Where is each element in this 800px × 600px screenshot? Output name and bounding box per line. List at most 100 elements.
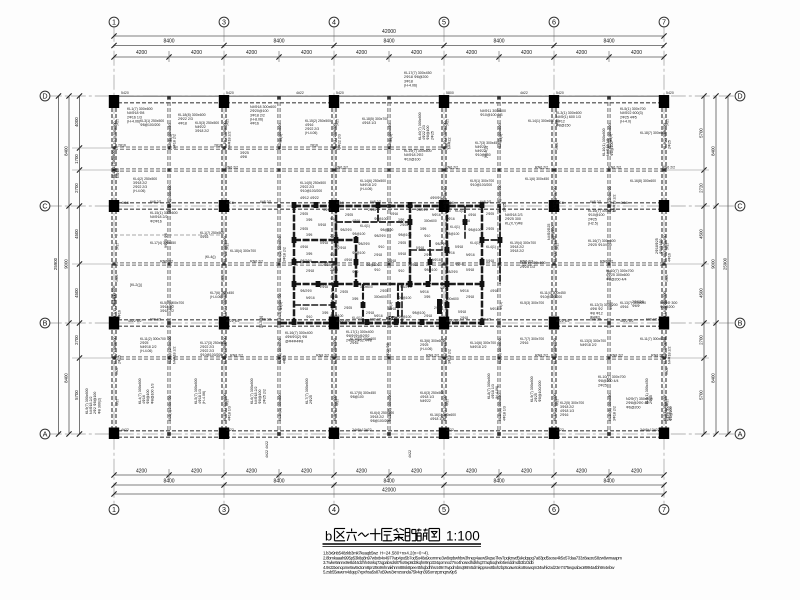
svg-text:KL6(4) 250x500: KL6(4) 250x500 — [370, 411, 394, 415]
svg-text:2Φ18Φ25: 2Φ18Φ25 — [655, 238, 659, 254]
svg-text:2#16: 2#16 — [118, 144, 126, 148]
svg-text:Φ8@100: Φ8@100 — [412, 311, 425, 315]
svg-text:4Φ16: 4Φ16 — [620, 305, 628, 309]
svg-text:Φ8 Φ12: Φ8 Φ12 — [590, 311, 603, 315]
svg-text:N4Φ18 2/2: N4Φ18 2/2 — [140, 345, 157, 349]
svg-text:5700: 5700 — [699, 128, 704, 138]
svg-text:1.b3x9nb548zkb3mk7keaqb5wz: 1.b3x9nb548zkb3mk7keaqb5wz — [323, 551, 378, 556]
svg-text:Φ8/2Φ0: Φ8/2Φ0 — [400, 285, 412, 289]
svg-text:KL16(8) 300x600: KL16(8) 300x600 — [630, 179, 656, 183]
svg-text:4Φ18: 4Φ18 — [178, 121, 187, 125]
svg-text:KL10(1) 300x600: KL10(1) 300x600 — [350, 337, 376, 341]
svg-text:5Φ18: 5Φ18 — [416, 246, 424, 250]
svg-text:RN6 2/2: RN6 2/2 — [600, 260, 613, 264]
svg-text:4200: 4200 — [521, 50, 532, 56]
svg-text:5800: 5800 — [446, 91, 454, 95]
svg-text:3Φ5: 3Φ5 — [306, 252, 312, 256]
svg-text:KL16(7) 300x600: KL16(7) 300x600 — [588, 239, 616, 243]
svg-text:4Φ12 4Φ22: 4Φ12 4Φ22 — [300, 196, 319, 200]
svg-text:KL19(1) 300x600: KL19(1) 300x600 — [112, 150, 116, 178]
svg-text:KL4(1): KL4(1) — [450, 225, 460, 229]
svg-text:Φ10@100/200: Φ10@100/200 — [300, 189, 322, 193]
svg-text:KL4(7) 300x600: KL4(7) 300x600 — [138, 378, 142, 404]
svg-text:N4Φ18 2/3: N4Φ18 2/3 — [505, 213, 522, 217]
svg-text:Φ8@100: Φ8@100 — [610, 141, 614, 156]
svg-text:KL7(7) 300x700: KL7(7) 300x700 — [520, 337, 544, 341]
svg-text:5425: 5425 — [556, 119, 560, 126]
svg-text:4200: 4200 — [136, 50, 147, 56]
svg-text:[KL5(|)]: [KL5(|)] — [259, 316, 263, 328]
svg-text:Φ10: Φ10 — [330, 217, 336, 221]
svg-text:2Φ25: 2Φ25 — [300, 212, 308, 216]
svg-text:6#8 2/2: 6#8 2/2 — [150, 200, 161, 204]
svg-text:8400: 8400 — [64, 373, 69, 383]
svg-text:3Φ18 2/2: 3Φ18 2/2 — [160, 309, 174, 313]
svg-text:6#8 3/2: 6#8 3/2 — [370, 318, 381, 322]
svg-text:KL18(8) 300x450: KL18(8) 300x450 — [498, 393, 502, 421]
svg-text:2Φ18 Φ25: 2Φ18 Φ25 — [665, 404, 669, 421]
svg-text:4200: 4200 — [576, 50, 587, 56]
svg-text:8400: 8400 — [64, 146, 69, 156]
svg-text:2Φ18: 2Φ18 — [338, 246, 346, 250]
svg-text:KL5(1) 300x700: KL5(1) 300x700 — [620, 107, 646, 111]
svg-text:2Φ25: 2Φ25 — [344, 306, 352, 310]
svg-text:KL13(3) 300x700: KL13(3) 300x700 — [580, 339, 606, 343]
svg-text:4#22 6/2: 4#22 6/2 — [620, 319, 634, 323]
svg-text:1700: 1700 — [74, 154, 79, 164]
svg-text:2Φ25: 2Φ25 — [486, 227, 494, 231]
svg-text:3Φ18 2/2: 3Φ18 2/2 — [133, 181, 147, 185]
svg-text:3415: 3415 — [336, 243, 340, 250]
svg-text:42000: 42000 — [382, 488, 396, 494]
svg-text:Φ10: Φ10 — [352, 270, 358, 274]
svg-text:N4(1): N4(1) — [499, 134, 503, 142]
svg-text:5Φ18: 5Φ18 — [318, 223, 326, 227]
svg-text:Φ10: Φ10 — [330, 253, 336, 257]
svg-text:KL7(2) 300x600: KL7(2) 300x600 — [608, 123, 612, 149]
svg-text:3Φ18 2/2: 3Φ18 2/2 — [560, 405, 574, 409]
svg-text:KL13(7) 300x600: KL13(7) 300x600 — [620, 301, 646, 305]
svg-text:RN6 2/2: RN6 2/2 — [225, 166, 238, 170]
svg-text:8400: 8400 — [603, 479, 614, 485]
svg-text:N4Φ22: N4Φ22 — [447, 138, 451, 149]
svg-text:Φ8@100: Φ8@100 — [398, 296, 411, 300]
svg-text:4200: 4200 — [411, 50, 422, 56]
svg-text:4435: 4435 — [226, 399, 230, 406]
svg-text:N4(1): N4(1) — [279, 134, 283, 142]
svg-text:4Φ18 1/3: 4Φ18 1/3 — [420, 395, 434, 399]
svg-text:2Φ16: 2Φ16 — [350, 341, 358, 345]
svg-text:KL11(2) 300x700: KL11(2) 300x700 — [140, 337, 166, 341]
svg-text:2Φ25: 2Φ25 — [502, 203, 506, 212]
svg-text:Φ8@200: Φ8@200 — [660, 305, 675, 309]
svg-text:KL6(8) 300x450: KL6(8) 300x450 — [443, 186, 447, 212]
svg-text:3Φ18 2/2: 3Φ18 2/2 — [510, 249, 524, 253]
svg-text:KL13(8) 300x700: KL13(8) 300x700 — [498, 184, 502, 212]
svg-text:Φ8@100: Φ8@100 — [424, 268, 437, 272]
svg-text:#PB#: #PB# — [386, 316, 398, 322]
svg-text:4#16: 4#16 — [226, 201, 234, 205]
svg-text:4500: 4500 — [699, 229, 704, 239]
svg-text:RN6 2/2: RN6 2/2 — [250, 260, 263, 264]
svg-text:4#22: 4#22 — [520, 91, 528, 95]
svg-text:24#5+13#22: 24#5+13#22 — [352, 428, 372, 432]
svg-text:3405: 3405 — [665, 274, 669, 282]
svg-text:N4Φ18 2/2: N4Φ18 2/2 — [667, 347, 671, 364]
svg-text:3Φ5: 3Φ5 — [306, 218, 312, 222]
svg-text:34#5+13#22: 34#5+13#22 — [640, 428, 660, 432]
svg-text:2Φ25: 2Φ25 — [309, 395, 313, 404]
svg-text:N4Φ18 300x600: N4Φ18 300x600 — [250, 105, 276, 109]
svg-text:8400: 8400 — [273, 39, 284, 45]
svg-text:4200: 4200 — [576, 469, 587, 475]
svg-text:4Φ16: 4Φ16 — [305, 123, 313, 127]
svg-text:Φ8@100: Φ8@100 — [551, 225, 555, 240]
svg-text:N4Φ18 Φ8: N4Φ18 Φ8 — [127, 111, 144, 115]
svg-text:KL4(1): KL4(1) — [360, 224, 370, 228]
svg-text:KL7(7) 300x700: KL7(7) 300x700 — [553, 186, 557, 212]
svg-text:Φ10: Φ10 — [306, 315, 312, 319]
svg-text:RN8 2/2: RN8 2/2 — [610, 354, 623, 358]
svg-text:RN8 2/2: RN8 2/2 — [651, 354, 664, 358]
svg-text:(H-4.06): (H-4.06) — [133, 189, 145, 193]
svg-text:4Φ18 1/3: 4Φ18 1/3 — [491, 384, 495, 399]
svg-text:1: 1 — [112, 18, 116, 27]
svg-text:5Φ18: 5Φ18 — [300, 307, 308, 311]
svg-text:KL7(8) 300x700: KL7(8) 300x700 — [278, 293, 282, 319]
